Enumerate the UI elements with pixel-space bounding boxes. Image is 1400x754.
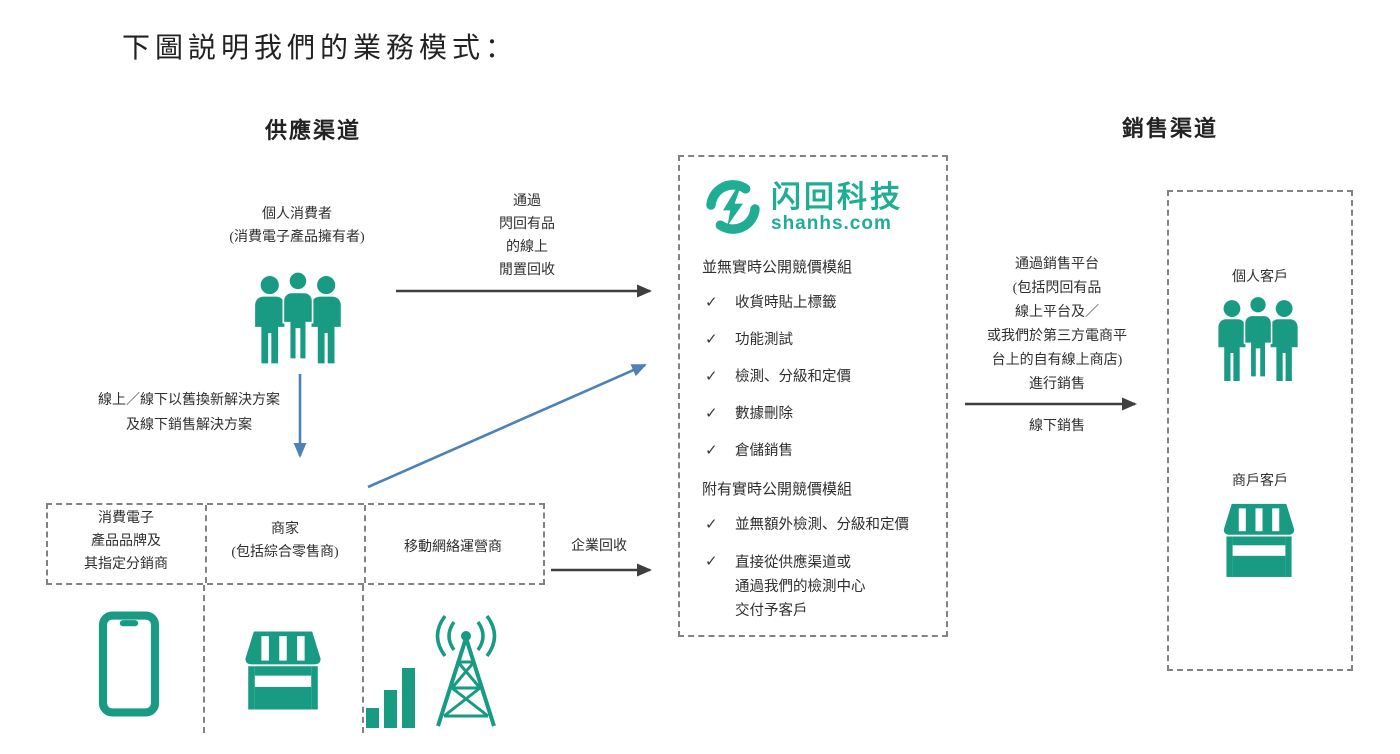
check-icon: ✓ (705, 554, 718, 570)
people-group-icon (255, 270, 341, 364)
sales-platform-line4: 或我們於第三方電商平 (987, 329, 1127, 344)
sources-divider-2-extension (362, 585, 364, 733)
individual-customer-label: 個人客戶 (1232, 270, 1288, 285)
merchant-line2: (包括綜合零售商) (231, 545, 339, 560)
with-bidding-item-2-line2: 通過我們的檢測中心 (735, 579, 866, 595)
sales-platform-line2: (包括閃回有品 (1012, 281, 1102, 296)
sales-platform-line3: 線上平台及／ (1015, 305, 1099, 320)
sales-channels-header: 銷售渠道 (1121, 116, 1218, 141)
checklist-item: ✓ 數據刪除 (705, 403, 946, 425)
storefront-icon (245, 631, 321, 710)
offline-sales-flow-label: 線下銷售 (1029, 419, 1085, 434)
sources-divider-1 (205, 505, 207, 583)
online-recycle-line1: 通過 (513, 194, 541, 209)
online-recycle-line3: 的線上 (506, 240, 548, 255)
logo-row: 闪回科技 shanhs.com (702, 174, 946, 240)
checklist-item: ✓ 檢測、分級和定價 (705, 366, 946, 388)
mobile-operator-label: 移動網絡運營商 (364, 536, 542, 560)
storefront-icon (1223, 503, 1295, 577)
check-icon: ✓ (705, 406, 718, 422)
sales-platform-flow-label: 通過銷售平台 (包括閃回有品 線上平台及／ 或我們於第三方電商平 台上的自有線上… (957, 253, 1157, 397)
sales-platform-line1: 通過銷售平台 (1015, 257, 1099, 272)
checklist-item: ✓ 並無額外檢測、分級和定價 (705, 514, 946, 536)
individual-consumer-line2: (消費電子產品擁有者) (229, 230, 365, 245)
check-icon: ✓ (705, 295, 718, 311)
smartphone-icon (98, 611, 160, 717)
sales-platform-line5: 台上的自有線上商店) (991, 353, 1123, 368)
with-bidding-item-2-line3: 交付予客戶 (735, 603, 808, 619)
merchant-line1: 商家 (271, 522, 299, 537)
merchant-customer-label: 商戶客戶 (1232, 474, 1288, 489)
checklist-item: ✓ 功能測試 (705, 329, 946, 351)
with-bidding-item-1: 並無額外檢測、分級和定價 (735, 517, 909, 533)
brand-distributor-label: 消費電子 產品品牌及 其指定分銷商 (48, 507, 204, 576)
checklist-item: ✓ 直接從供應渠道或 通過我們的檢測中心 交付予客戶 (705, 551, 946, 623)
no-bidding-item-2: 功能測試 (735, 332, 793, 348)
check-icon: ✓ (705, 517, 718, 533)
online-recycle-line2: 閃回有品 (499, 217, 555, 232)
checklist-item: ✓ 倉儲銷售 (705, 440, 946, 462)
merchant-label: 商家 (包括綜合零售商) (206, 518, 364, 564)
brand-line2: 產品品牌及 (91, 534, 161, 549)
individual-consumer-label: 個人消費者 (消費電子產品擁有者) (174, 203, 420, 249)
with-bidding-item-2-line1: 直接從供應渠道或 (735, 555, 851, 571)
page-title: 下圖説明我們的業務模式： (122, 33, 519, 64)
no-bidding-item-5: 倉儲銷售 (735, 443, 793, 459)
check-icon: ✓ (705, 443, 718, 459)
sales-platform-line6: 進行銷售 (1029, 377, 1085, 392)
people-group-icon (1218, 296, 1298, 382)
signal-tower-icon (366, 614, 497, 728)
radio-tower-icon (435, 614, 497, 727)
trade-in-line1: 線上／線下以舊換新解決方案 (98, 393, 280, 408)
sales-customers-box: 個人客戶 商戶客戶 (1167, 190, 1353, 671)
individual-consumer-line1: 個人消費者 (262, 207, 332, 222)
trade-in-line2: 及線下銷售解決方案 (126, 418, 252, 433)
online-recycle-flow-label: 通過 閃回有品 的線上 閒置回收 (452, 190, 602, 282)
logo-name: 闪回科技 (771, 180, 903, 214)
operator-line1: 移動網絡運營商 (404, 540, 502, 555)
with-bidding-header: 附有實時公開競價模組 (702, 482, 853, 498)
arrow-sources-to-platform-diagonal (367, 363, 647, 489)
online-recycle-line4: 閒置回收 (499, 263, 555, 278)
logo-domain: shanhs.com (771, 212, 892, 234)
logo-texts: 闪回科技 shanhs.com (771, 181, 903, 234)
with-bidding-item-2: 直接從供應渠道或 通過我們的檢測中心 交付予客戶 (735, 551, 866, 623)
no-bidding-item-1: 收貨時貼上標籤 (735, 295, 837, 311)
sources-divider-2 (364, 505, 366, 583)
flash-circle-logo-icon (706, 180, 760, 234)
brand-line1: 消費電子 (98, 511, 154, 526)
signal-bars-icon (366, 668, 415, 728)
check-icon: ✓ (705, 369, 718, 385)
brand-line3: 其指定分銷商 (84, 557, 168, 572)
supply-channels-header: 供應渠道 (264, 118, 361, 143)
no-bidding-item-4: 數據刪除 (735, 406, 793, 422)
checklist-item: ✓ 收貨時貼上標籤 (705, 292, 946, 314)
sources-divider-1-extension (203, 585, 205, 733)
check-icon: ✓ (705, 332, 718, 348)
platform-box: 闪回科技 shanhs.com 並無實時公開競價模組 ✓ 收貨時貼上標籤 ✓ 功… (678, 155, 948, 637)
enterprise-sources-box (46, 503, 545, 585)
no-bidding-item-3: 檢測、分級和定價 (735, 369, 851, 385)
no-bidding-header: 並無實時公開競價模組 (702, 260, 853, 276)
trade-in-solution-label: 線上／線下以舊換新解決方案 及線下銷售解決方案 (73, 388, 305, 438)
enterprise-recycle-flow-label: 企業回收 (571, 539, 627, 554)
